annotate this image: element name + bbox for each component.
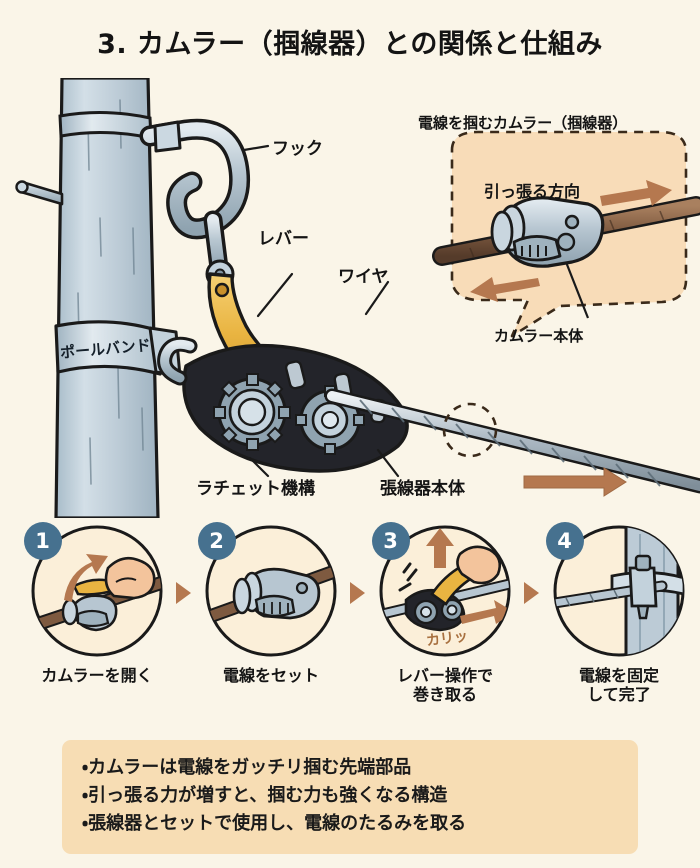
summary-item: ・張線器とセットで使用し、電線のたるみを取る <box>82 812 467 834</box>
pull-direction-arrow <box>523 467 627 497</box>
callout-arrow-right <box>600 180 672 206</box>
step-3-caption: レバー操作で 巻き取る <box>370 666 520 705</box>
step-4-caption-line1: 電線を固定 <box>578 666 659 685</box>
step-2-caption: 電線をセット <box>196 666 346 686</box>
label-ratchet-mechanism: ラチェット機構 <box>196 479 315 499</box>
step-arrow-3-to-4 <box>524 582 539 604</box>
step-2-caption-line1: 電線をセット <box>222 666 319 685</box>
summary-item: ・引っ張る力が増すと、掴む力も強くなる構造 <box>82 784 448 806</box>
step-1-caption: カムラーを開く <box>22 666 172 686</box>
cam-puller-illustration <box>490 196 605 319</box>
step-4: 4 <box>544 522 694 714</box>
step-arrow-1-to-2 <box>176 582 191 604</box>
callout-bubble: 電線を掴むカムラー（掴線器） 引っ張る方向 カムラー本体 <box>0 0 700 400</box>
summary-item: ・カムラーは電線をガッチリ掴む先端部品 <box>82 757 412 778</box>
label-lever: レバー <box>258 229 309 249</box>
label-tensioner-body: 張線器本体 <box>380 479 465 499</box>
step-4-illustration: 4 <box>545 522 687 659</box>
step-3-caption-line1: レバー操作で <box>396 666 493 685</box>
step-arrow-2-to-3 <box>350 582 365 604</box>
callout-direction-label: 引っ張る方向 <box>484 182 581 201</box>
step-2-illustration: 2 <box>197 522 339 659</box>
step-2-badge: 2 <box>197 522 236 560</box>
summary-box: ・カムラーは電線をガッチリ掴む先端部品 ・引っ張る力が増すと、掴む力も強くなる構… <box>62 740 638 854</box>
label-wire: ワイヤ <box>338 267 389 287</box>
step-3: 3 <box>370 522 520 714</box>
callout-arrow-left <box>470 277 540 302</box>
step-1-caption-line1: カムラーを開く <box>41 666 153 685</box>
step-1-illustration: 1 <box>23 522 165 659</box>
step-3-badge: 3 <box>371 522 410 560</box>
step-1-badge: 1 <box>23 522 62 560</box>
step-4-caption-line2: して完了 <box>587 684 651 704</box>
step-3-illustration: 3 <box>371 522 513 659</box>
step-sequence: 1 <box>0 522 700 724</box>
step-4-caption: 電線を固定 して完了 <box>544 666 694 705</box>
callout-title: 電線を掴むカムラー（掴線器） <box>418 114 628 132</box>
main-diagram: フック レバー ワイヤ ポールバンド ラチェット機構 張線器本体 <box>0 78 700 518</box>
label-hook: フック <box>272 139 323 159</box>
step-2: 2 <box>196 522 346 714</box>
step-3-caption-line2: 巻き取る <box>412 684 477 704</box>
callout-body-label: カムラー本体 <box>494 327 584 345</box>
wire-rope-illustration <box>324 388 700 497</box>
step-1: 1 <box>22 522 172 714</box>
utility-pole-illustration <box>15 78 160 518</box>
leader-lines <box>242 144 400 478</box>
step-4-badge: 4 <box>545 522 584 560</box>
page-title: 3. カムラー（掴線器）との関係と仕組み <box>97 29 603 60</box>
ratchet-gears <box>213 373 365 455</box>
